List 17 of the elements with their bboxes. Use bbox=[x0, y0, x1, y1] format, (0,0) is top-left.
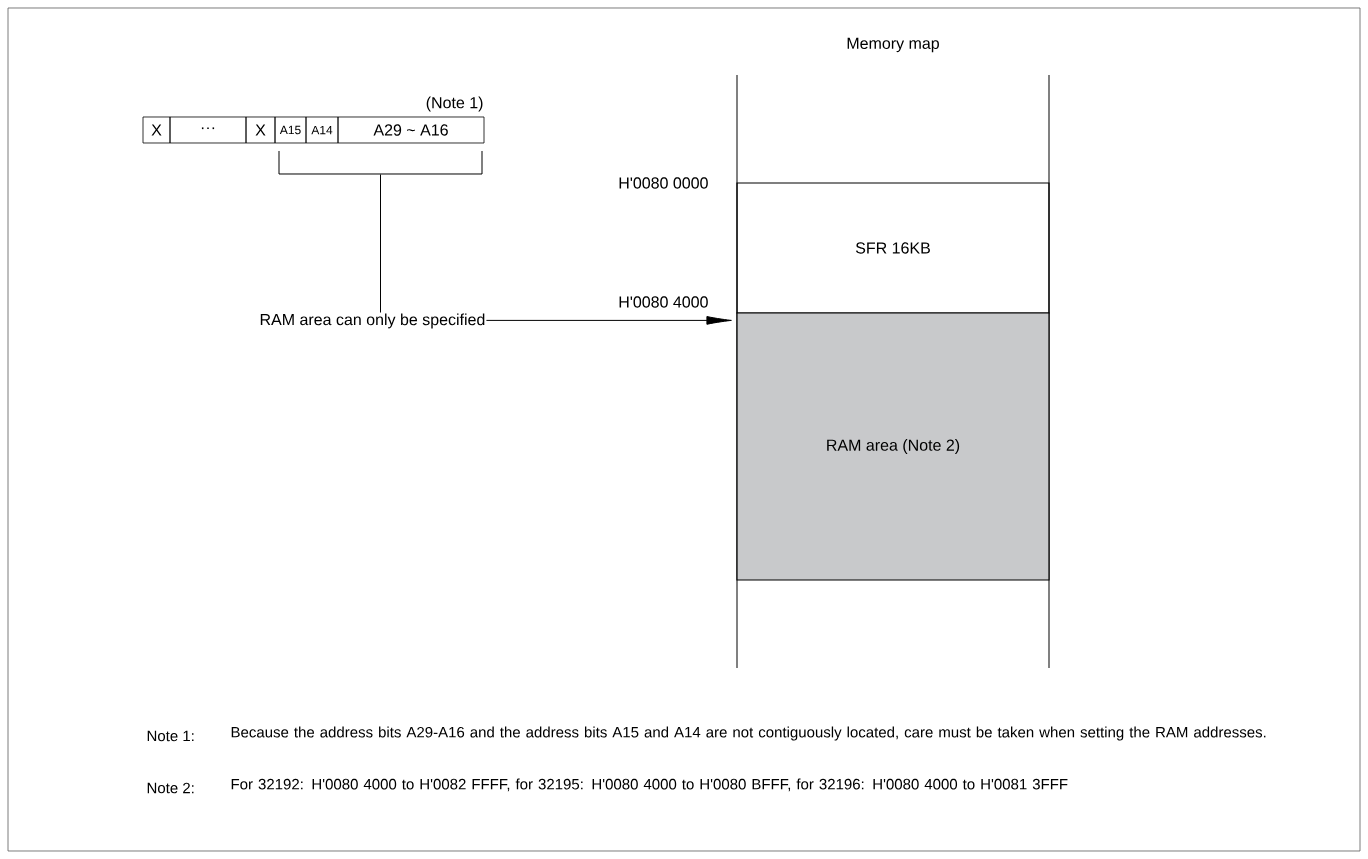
register-cell: X bbox=[245, 116, 276, 144]
note-label: Note 2: bbox=[147, 782, 194, 794]
address-label: H'0080 4000 bbox=[619, 296, 708, 308]
address-label: H'0080 0000 bbox=[619, 177, 708, 189]
register-cell: A29 ~ A16 bbox=[337, 116, 485, 144]
edge-label: RAM area can only be specified bbox=[258, 312, 487, 330]
note-text: Because the address bits A29-A16 and the address bits A15 and A14 are not contiguously located, care must be taken when setting the RAM addresses. bbox=[231, 726, 1266, 741]
register-cell: A15 bbox=[274, 116, 307, 144]
note-label: Note 1: bbox=[147, 730, 194, 742]
register-cell: A14 bbox=[305, 116, 339, 144]
map-title: Memory map bbox=[847, 37, 939, 53]
register-cell: X bbox=[142, 116, 171, 144]
note-reference: (Note 1) bbox=[426, 96, 483, 112]
memory-region: RAM area (Note 2) bbox=[736, 312, 1050, 581]
bracket bbox=[278, 150, 483, 175]
note-text: For 32192: H'0080 4000 to H'0082 FFFF, for 32195: H'0080 4000 to H'0080 BFFF, for 32196: H'0080 4000 to H'0081 3FFF bbox=[231, 778, 1068, 792]
register-cell: ··· bbox=[169, 116, 247, 144]
